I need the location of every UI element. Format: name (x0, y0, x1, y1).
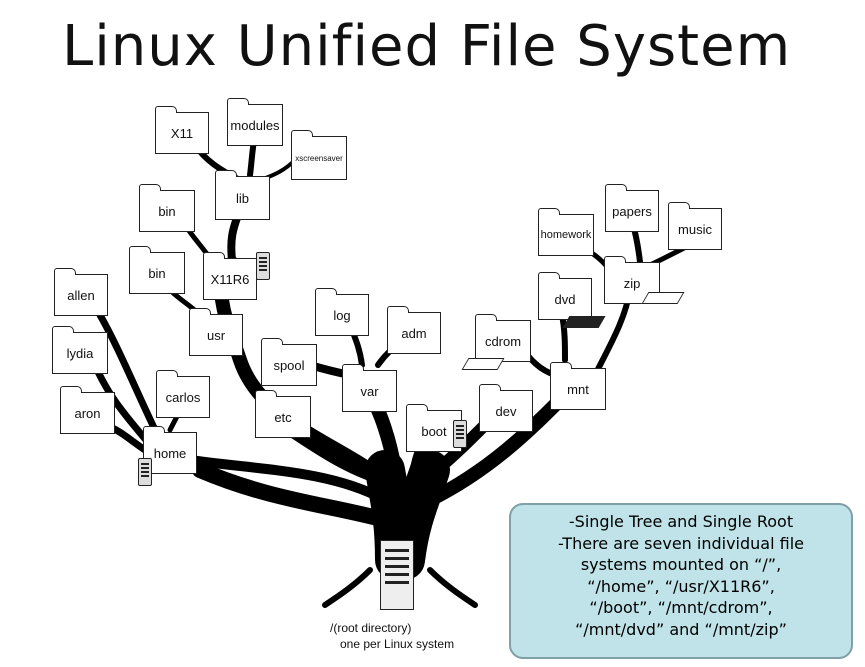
folder-dvd[interactable]: dvd (538, 272, 592, 320)
folder-x11[interactable]: X11 (155, 106, 209, 154)
note-line-4: “/home”, “/usr/X11R6”, (587, 576, 775, 596)
folder-spool[interactable]: spool (261, 338, 317, 386)
folder-usr[interactable]: usr (189, 308, 243, 356)
folder-carlos[interactable]: carlos (156, 370, 210, 418)
page-title: Linux Unified File System (62, 14, 792, 79)
folder-music[interactable]: music (668, 202, 722, 250)
folder-home[interactable]: home (143, 426, 197, 474)
info-note-box: -Single Tree and Single Root -There are … (509, 503, 853, 659)
note-line-2: -There are seven individual file (558, 533, 804, 553)
note-line-5: “/boot”, “/mnt/cdrom”, (589, 598, 773, 617)
note-line-6: “/mnt/dvd” and “/mnt/zip” (575, 619, 787, 639)
folder-xscreensaver[interactable]: xscreensaver (291, 130, 347, 180)
cdrom-drive-icon (461, 358, 505, 370)
folder-var[interactable]: var (342, 364, 397, 412)
server-icon-home (138, 458, 152, 486)
folder-lib[interactable]: lib (215, 170, 270, 220)
folder-papers[interactable]: papers (605, 184, 659, 232)
folder-aron[interactable]: aron (60, 386, 115, 434)
root-computer-icon (380, 540, 414, 610)
dvd-drive-icon (562, 316, 606, 328)
server-icon-x11r6 (256, 252, 270, 280)
server-icon-boot (453, 420, 467, 448)
note-line-1: -Single Tree and Single Root (568, 512, 794, 531)
folder-allen[interactable]: allen (54, 268, 108, 316)
note-line-3: systems mounted on “/”, (580, 555, 782, 574)
root-caption: /(root directory) one per Linux system (330, 620, 454, 652)
zip-drive-icon (641, 292, 685, 304)
root-caption-line1: /(root directory) (330, 621, 412, 635)
folder-lydia[interactable]: lydia (52, 326, 108, 374)
root-caption-line2: one per Linux system (340, 637, 455, 651)
folder-cdrom[interactable]: cdrom (475, 314, 531, 362)
folder-log[interactable]: log (315, 288, 369, 336)
folder-adm[interactable]: adm (387, 306, 441, 354)
folder-dev[interactable]: dev (479, 384, 533, 432)
folder-bin-x11r6[interactable]: bin (139, 184, 195, 232)
folder-bin-usr[interactable]: bin (129, 246, 185, 294)
folder-boot[interactable]: boot (406, 404, 462, 452)
folder-homework[interactable]: homework (538, 208, 594, 256)
folder-modules[interactable]: modules (227, 98, 283, 146)
folder-mnt[interactable]: mnt (550, 362, 606, 410)
folder-x11r6[interactable]: X11R6 (203, 252, 257, 300)
folder-etc[interactable]: etc (255, 390, 311, 438)
